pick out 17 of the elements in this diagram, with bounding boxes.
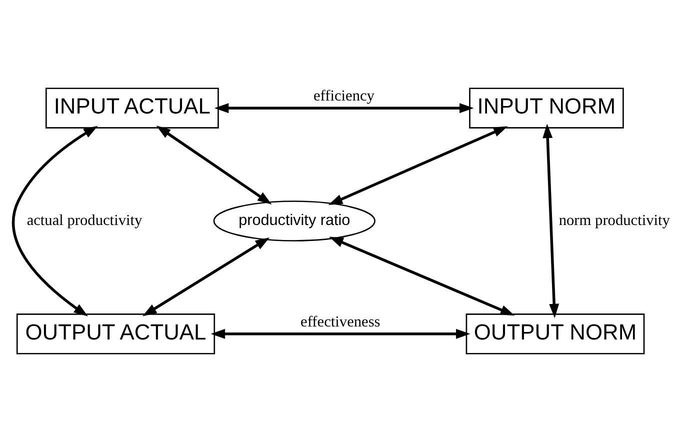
arrow — [142, 236, 270, 316]
node-box: OUTPUT ACTUAL — [16, 313, 216, 354]
arrow — [156, 125, 272, 204]
edge-label: efficiency — [313, 87, 374, 104]
node-box: OUTPUT NORM — [466, 313, 645, 354]
arrow — [12, 125, 98, 316]
edge-label: norm productivity — [558, 212, 670, 229]
node-box: INPUT ACTUAL — [46, 87, 219, 128]
arrow — [542, 123, 560, 318]
arrow — [328, 126, 508, 205]
node-box: INPUT NORM — [469, 87, 624, 128]
node-ellipse: productivity ratio — [213, 200, 376, 241]
edge-label: actual productivity — [26, 212, 142, 229]
arrow — [329, 236, 515, 316]
edge-label: effectiveness — [300, 312, 380, 330]
arrow — [210, 328, 470, 338]
arrow — [214, 102, 474, 113]
